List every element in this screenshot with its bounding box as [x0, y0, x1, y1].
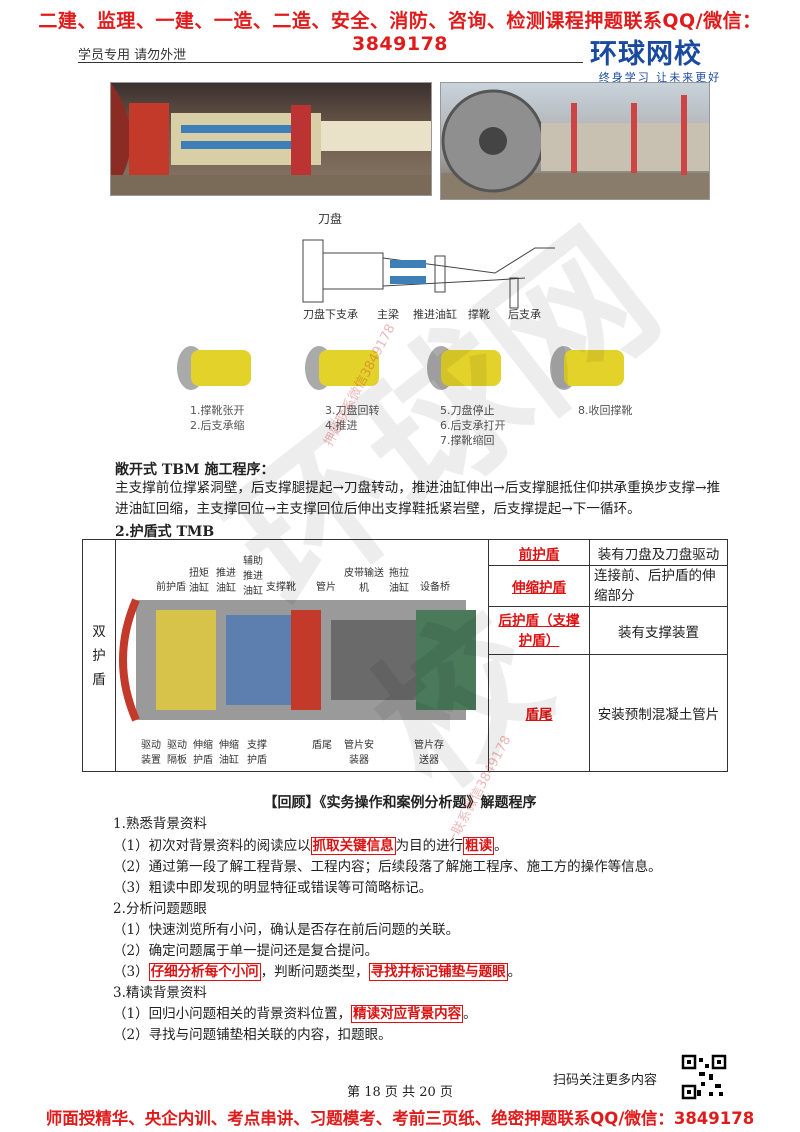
double-shield-illustration — [119, 598, 476, 722]
shield-part-name: 盾尾 — [488, 654, 590, 772]
img-label-tow: 拖拉油缸 — [389, 568, 409, 594]
img-label-drive: 驱动装置 — [141, 740, 161, 766]
img-label-thrust: 推进油缸 — [216, 568, 236, 594]
review-step-3: 3.精读背景资料 — [113, 985, 207, 1001]
open-tbm-title: 敞开式 TBM 施工程序： — [115, 462, 275, 478]
shield-part-desc: 安装预制混凝土管片 — [589, 654, 728, 772]
img-label-feeder: 管片存送器 — [414, 740, 444, 766]
review-step-1-1: （1）初次对背景资料的阅读应以抓取关键信息为目的进行粗读。 — [113, 837, 508, 855]
review-step-2-2: （2）确定问题属于单一提问还是复合提问。 — [113, 943, 379, 959]
img-label-erector: 管片安装器 — [344, 740, 374, 766]
shield-part-desc: 连接前、后护盾的伸缩部分 — [589, 565, 728, 607]
part-label-support: 刀盘下支承 — [303, 308, 358, 321]
top-banner: 二建、监理、一建、一造、二造、安全、消防、咨询、检测课程押题联系QQ/微信：38… — [38, 10, 762, 55]
review-step-1-3: （3）粗读中即发现的明显特征或错误等可简略标记。 — [113, 880, 433, 896]
open-tbm-schematic — [302, 239, 555, 309]
img-label-belt: 皮带输送机 — [344, 568, 384, 594]
shield-part-desc: 装有刀盘及刀盘驱动 — [589, 539, 728, 566]
logo-text: 环球网校 — [590, 39, 702, 70]
img-label-telescopic: 伸缩护盾 — [193, 740, 213, 766]
open-tbm-text: 主支撑前位撑紧洞壁，后支撑腿提起→刀盘转动，推进油缸伸出→后支撑腿抵住仰拱承重换… — [115, 480, 721, 517]
shield-image-cell: 前护盾 扭矩油缸 推进油缸 辅助推进油缸 支撑靴 管片 皮带输送机 拖拉油缸 设… — [115, 539, 489, 772]
qr-caption: 扫码关注更多内容 — [553, 1073, 658, 1088]
part-label-beam: 主梁 — [377, 308, 399, 321]
review-step-2-1: （1）快速浏览所有小问，确认是否存在前后问题的关联。 — [113, 922, 460, 938]
review-step-2-3: （3）仔细分析每个小问，判断问题类型，寻找并标记铺垫与题眼。 — [113, 963, 522, 981]
img-label-bridge: 设备桥 — [420, 582, 450, 593]
img-label-aux-thrust: 辅助推进油缸 — [243, 556, 263, 597]
review-step-3-2: （2）寻找与问题铺垫相关联的内容，扣题眼。 — [113, 1027, 392, 1043]
img-label-tele-cyl: 伸缩油缸 — [219, 740, 239, 766]
row-header-double-shield: 双护盾 — [82, 539, 116, 772]
shield-table: 双护盾 前护盾 扭矩油缸 推进油缸 辅助推进油缸 支撑靴 管片 皮带输送机 — [82, 539, 728, 772]
tbm-front-illustration — [441, 89, 709, 199]
shield-part-name: 后护盾（支撑护盾） — [488, 606, 590, 655]
tbm-side-illustration — [111, 83, 431, 195]
step-caption-4: 8.收回撑靴 — [578, 404, 633, 417]
img-label-gripper: 支撑靴 — [266, 582, 296, 593]
student-note: 学员专用 请勿外泄 — [78, 48, 187, 63]
logo-slogan: 终身学习 让未来更好 — [598, 71, 722, 84]
part-label-gripper: 撑靴 — [468, 308, 490, 321]
header-rule — [78, 62, 583, 63]
review-step-1-2: （2）通过第一段了解工程背景、工程内容；后续段落了解施工程序、施工方的操作等信息… — [113, 859, 662, 875]
page-number: 第 18 页 共 20 页 — [347, 1085, 453, 1100]
logo: 环球网校 终身学习 让未来更好 — [590, 32, 730, 85]
review-title: 【回顾】《实务操作和案例分析题》解题程序 — [263, 795, 537, 811]
review-step-3-1: （1）回归小问题相关的背景资料位置，精读对应背景内容。 — [113, 1005, 477, 1023]
shield-part-name: 伸缩护盾 — [488, 565, 590, 607]
shield-tbm-title: 2.护盾式 TMB — [115, 524, 215, 540]
tbm-photo-side — [110, 82, 432, 196]
img-label-torque: 扭矩油缸 — [189, 568, 209, 594]
tbm-step-illustrations — [177, 346, 624, 390]
part-label-cylinder: 推进油缸 — [413, 308, 457, 321]
img-label-segment: 管片 — [316, 582, 336, 593]
bottom-banner: 师面授精华、央企内训、考点串讲、习题模考、考前三页纸、绝密押题联系QQ/微信：3… — [45, 1109, 755, 1128]
img-label-front-shield: 前护盾 — [156, 582, 186, 593]
qr-code-icon — [681, 1054, 727, 1100]
part-label-rear-support: 后支承 — [508, 308, 541, 321]
review-step-1: 1.熟悉背景资料 — [113, 816, 207, 832]
shield-part-name: 前护盾 — [488, 539, 590, 566]
tbm-photo-front — [440, 82, 710, 200]
review-step-2: 2.分析问题题眼 — [113, 901, 207, 917]
shield-part-desc: 装有支撑装置 — [589, 606, 728, 655]
cutter-head-label: 刀盘 — [318, 212, 343, 226]
img-label-tail: 盾尾 — [312, 740, 332, 751]
img-label-bulkhead: 驱动隔板 — [167, 740, 187, 766]
img-label-grip-shield: 支撑护盾 — [247, 740, 267, 766]
